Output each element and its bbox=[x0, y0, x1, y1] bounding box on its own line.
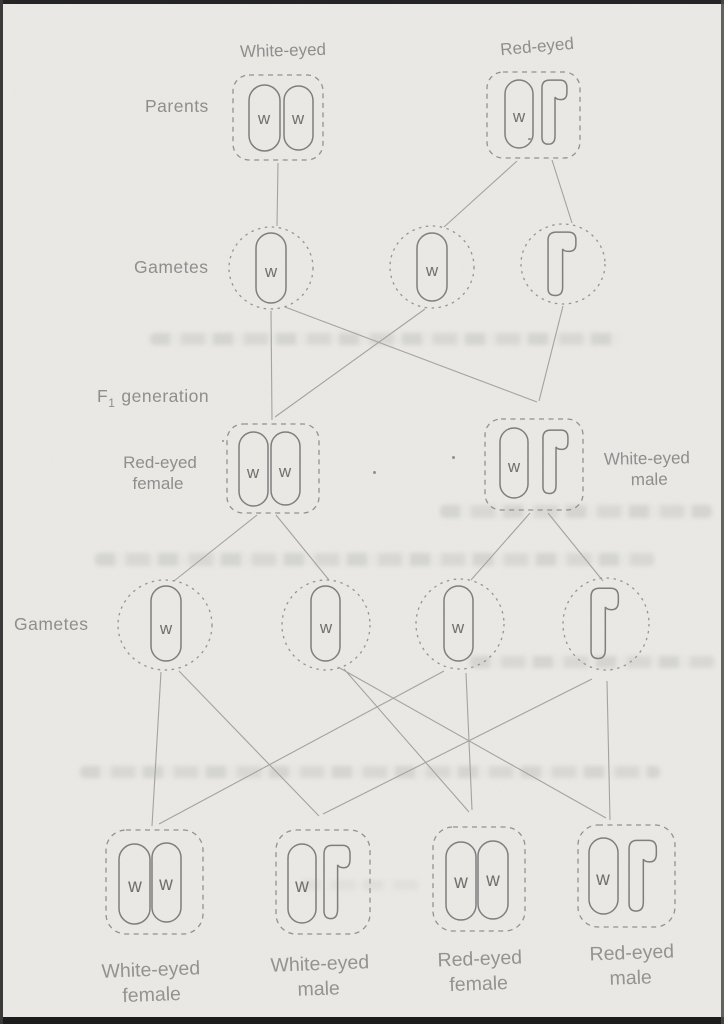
offspring-3-label: Red-eyed female bbox=[437, 947, 522, 997]
line-gamete3-to-f1-male bbox=[538, 305, 564, 402]
line-f1male-to-gamete3 bbox=[470, 512, 531, 581]
gametes-to-f1-lines bbox=[270, 305, 564, 421]
f1-generation-label: F1 generation bbox=[97, 386, 209, 410]
allele-letter: w bbox=[257, 109, 271, 128]
line-gamete2-to-f1-female bbox=[274, 308, 426, 418]
offspring-4-cell: w bbox=[577, 824, 676, 928]
offspring-1-cell: w w bbox=[105, 829, 204, 935]
scan-border-top bbox=[0, 0, 724, 4]
offspring-2-label: White-eyed male bbox=[270, 951, 369, 1000]
parent-female-cell: w w bbox=[232, 74, 324, 161]
offspring-line1: Red-eyed bbox=[437, 947, 522, 972]
parents-to-gametes-lines bbox=[276, 159, 573, 228]
f1-male-cell: w bbox=[484, 418, 584, 511]
offspring-3-cell: w w bbox=[432, 826, 526, 932]
offspring-2-cell: w bbox=[275, 829, 371, 935]
f1-suffix: generation bbox=[121, 386, 209, 406]
parent-male-phenotype-label: Red-eyed bbox=[499, 34, 574, 59]
gamete-row2-cell-3: w bbox=[415, 578, 505, 670]
parents-stage-label: Parents bbox=[145, 96, 209, 116]
f1-prefix: F bbox=[97, 386, 108, 406]
allele-letter: w bbox=[319, 618, 333, 637]
allele-letter: w bbox=[595, 869, 610, 890]
allele-letter: w bbox=[264, 262, 278, 281]
allele-letter: w bbox=[425, 261, 439, 280]
line-fatherY-to-gamete3 bbox=[551, 159, 573, 224]
allele-letter: w bbox=[451, 618, 465, 637]
offspring-line2: female bbox=[122, 983, 181, 1007]
f1-female-line1: Red-eyed bbox=[123, 453, 197, 472]
offspring-cell-outline bbox=[432, 826, 526, 932]
gametes-to-offspring-lines bbox=[151, 666, 611, 827]
line-gamete1-to-offspring1 bbox=[151, 671, 162, 827]
allele-letter: w bbox=[485, 870, 500, 891]
offspring-line2: male bbox=[609, 966, 652, 989]
allele-letter: w bbox=[453, 872, 468, 893]
gamete-row1-cell-3-y bbox=[520, 223, 606, 305]
f1-to-gametes-lines bbox=[173, 512, 604, 582]
y-chromosome bbox=[324, 845, 350, 918]
offspring-1-label: White-eyed female bbox=[101, 957, 200, 1007]
offspring-line1: White-eyed bbox=[270, 951, 369, 976]
offspring-cell-outline bbox=[577, 824, 676, 928]
line-fatherX-to-gamete2 bbox=[443, 160, 518, 228]
allele-letter: w bbox=[159, 619, 173, 638]
f1-male-line2: male bbox=[631, 470, 668, 490]
line-motherX-to-gamete1 bbox=[276, 162, 279, 227]
y-chromosome bbox=[543, 430, 568, 493]
f1-male-phenotype-label: White-eyed male bbox=[604, 448, 690, 490]
offspring-line1: Red-eyed bbox=[589, 941, 674, 966]
f1-female-line2: female bbox=[132, 474, 183, 493]
f1-male-line1: White-eyed bbox=[604, 448, 690, 468]
gamete-row2-cell-1: w bbox=[117, 579, 213, 671]
allele-letter: w bbox=[512, 107, 526, 126]
y-chromosome bbox=[629, 840, 656, 911]
scan-border-bottom bbox=[0, 1017, 724, 1024]
gamete-row1-cell-2: w bbox=[389, 225, 475, 309]
offspring-line2: male bbox=[297, 977, 340, 1000]
y-chromosome bbox=[548, 232, 576, 295]
line-gamete4-to-offspring2 bbox=[322, 678, 593, 815]
allele-letter: w bbox=[294, 876, 309, 897]
allele-letter: w bbox=[278, 462, 292, 481]
offspring-line1: White-eyed bbox=[101, 957, 200, 982]
y-chromosome bbox=[591, 588, 618, 658]
gametes1-stage-label: Gametes bbox=[134, 257, 209, 277]
allele-letter: w bbox=[291, 109, 305, 128]
line-gamete2-to-offspring3 bbox=[343, 668, 470, 813]
offspring-cell-outline bbox=[105, 829, 204, 935]
line-gamete4-to-offspring4 bbox=[606, 680, 611, 821]
parent-female-phenotype-label: White-eyed bbox=[240, 40, 326, 61]
f1-female-cell: w w bbox=[226, 423, 320, 514]
line-gamete2-to-offspring4 bbox=[337, 666, 607, 819]
gametes2-stage-label: Gametes bbox=[14, 614, 89, 634]
line-gamete1-to-offspring2 bbox=[178, 670, 320, 817]
gamete-row1-cell-1: w bbox=[228, 226, 314, 310]
parent-male-cell: w bbox=[486, 71, 581, 159]
parent-female-cell-outline bbox=[232, 74, 324, 161]
line-f1female-to-gamete2 bbox=[275, 514, 330, 581]
offspring-4-label: Red-eyed male bbox=[589, 941, 674, 990]
offspring-cell-outline bbox=[275, 829, 371, 935]
scan-border-left bbox=[0, 0, 3, 1024]
f1-subscript: 1 bbox=[108, 396, 115, 410]
gamete-row2-cell-4-y bbox=[562, 577, 650, 671]
allele-letter: w bbox=[246, 463, 260, 482]
allele-letter: w bbox=[158, 874, 173, 895]
line-f1female-to-gamete1 bbox=[173, 514, 258, 582]
offspring-line2: female bbox=[449, 972, 508, 996]
f1-female-phenotype-label: Red-eyed female bbox=[123, 453, 197, 493]
y-chromosome bbox=[542, 80, 567, 144]
line-f1male-to-gamete4 bbox=[547, 512, 604, 582]
line-gamete1-to-f1-male bbox=[284, 306, 538, 403]
allele-letter: w bbox=[507, 457, 521, 476]
gamete-row2-cell-2: w bbox=[281, 579, 371, 671]
allele-letter: w bbox=[127, 876, 142, 897]
line-gamete1-to-f1-female bbox=[270, 310, 273, 421]
